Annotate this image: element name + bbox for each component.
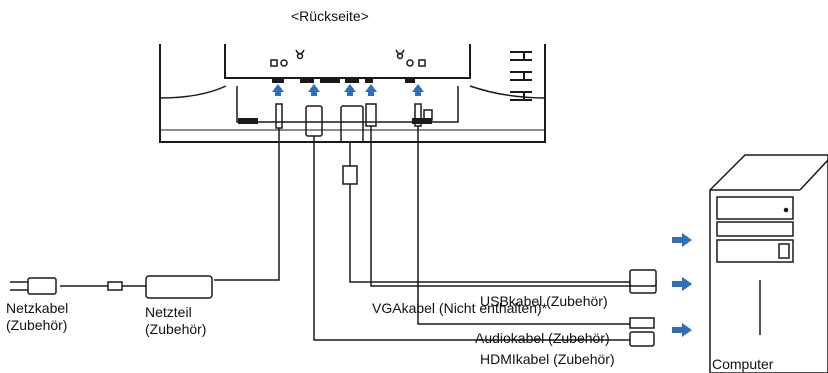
monitor-connectors (275, 103, 433, 143)
vga-cable-label: VGAkabel (Nicht enthalten)* (372, 300, 548, 316)
screw-holes (270, 49, 426, 67)
side-buttons (510, 51, 532, 101)
adapter-label-line2: (Zubehör) (145, 321, 207, 337)
adapter-label-line1: Netzteil (145, 304, 192, 320)
cable-lines (60, 126, 630, 341)
hdmi-cable-label: HDMIkabel (Zubehör) (480, 351, 615, 367)
computer-tower (709, 154, 828, 373)
power-cable-label-line1: Netzkabel (6, 300, 69, 316)
computer-arrows (672, 233, 692, 337)
audio-cable-label: Audiokabel (Zubehör) (475, 330, 610, 346)
computer-label: Computer (712, 356, 774, 372)
port-arrows (272, 84, 424, 96)
power-adapter (107, 275, 213, 299)
usb-cable-label: USBkabel (Zubehör) (480, 293, 608, 309)
power-plug (10, 277, 57, 295)
port-row (272, 78, 415, 83)
vga-ferrite (342, 165, 358, 185)
power-cable-label-line2: (Zubehör) (6, 317, 68, 333)
diagram-title: <Rückseite> (291, 8, 369, 24)
end-connectors (629, 269, 657, 347)
